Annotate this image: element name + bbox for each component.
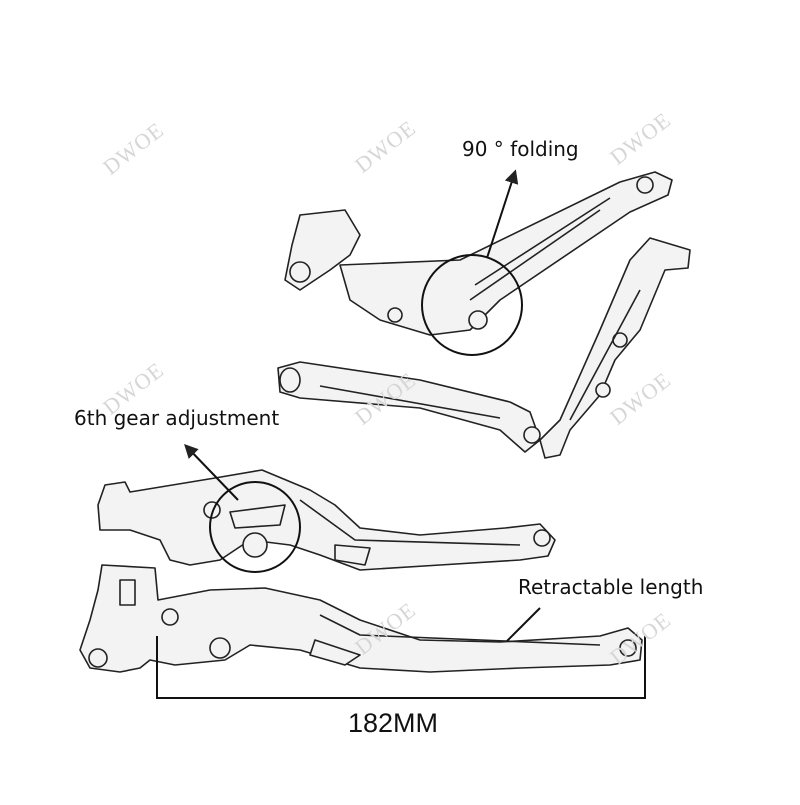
dimension-bracket (156, 636, 646, 699)
retractable-length-label: Retractable length (518, 575, 704, 599)
gear-callout-circle (209, 481, 301, 573)
folding-callout-circle (421, 254, 523, 356)
folding-arrow (486, 169, 519, 259)
bottom-lever (79, 564, 643, 673)
dimension-label: 182MM (348, 708, 439, 738)
gear-arrow (184, 443, 239, 501)
retractable-pointer (506, 607, 541, 642)
folding-label: 90 ° folding (462, 137, 579, 161)
callouts (184, 169, 541, 642)
gear-adjustment-label: 6th gear adjustment (74, 406, 280, 430)
middle-lever (97, 469, 556, 571)
